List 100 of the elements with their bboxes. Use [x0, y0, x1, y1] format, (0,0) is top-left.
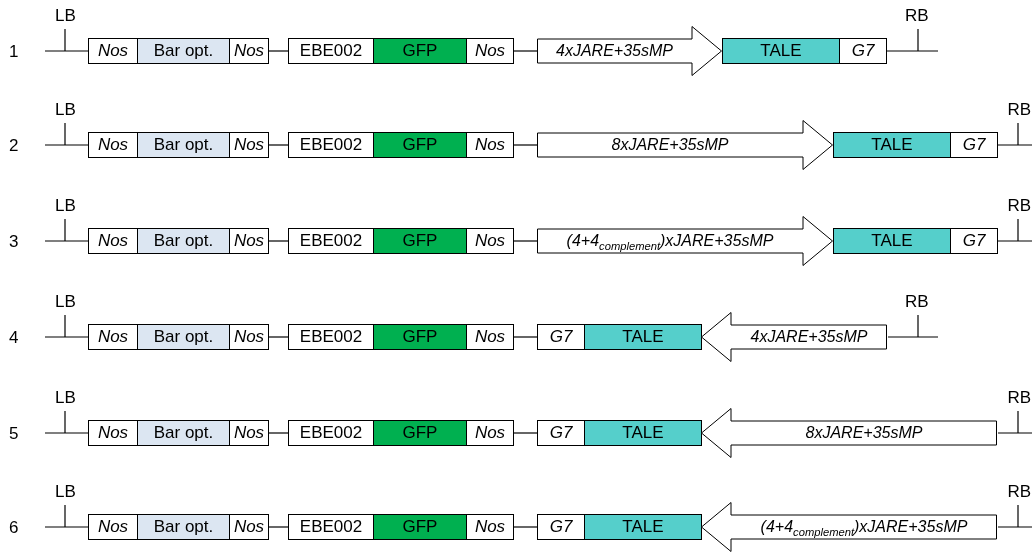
- reporter-gene-segment: GFP: [373, 132, 467, 158]
- border-label: RB: [1007, 483, 1031, 500]
- reporter-gene-segment: GFP: [373, 324, 467, 350]
- effector-gene-segment: TALE: [833, 132, 951, 158]
- backbone-line: [268, 526, 289, 528]
- promoter-label: 4xJARE+35sMP: [555, 42, 674, 60]
- effector-gene-segment: TALE: [584, 324, 702, 350]
- binding-element-segment: EBE002: [288, 420, 374, 446]
- row-number: 4: [9, 329, 19, 346]
- reporter-gene-segment: GFP: [373, 38, 467, 64]
- promoter-label: 8xJARE+35sMP: [610, 136, 730, 154]
- border-label: LB: [55, 293, 76, 310]
- terminator-segment: Nos: [229, 420, 269, 446]
- backbone-line: [997, 240, 1032, 242]
- selection-gene-segment: Bar opt.: [137, 514, 230, 540]
- selection-gene-segment: Bar opt.: [137, 132, 230, 158]
- terminator-segment: G7: [537, 324, 585, 350]
- terminator-segment: G7: [537, 514, 585, 540]
- backbone-line: [513, 240, 538, 242]
- binding-element-segment: EBE002: [288, 324, 374, 350]
- promoter-label: 8xJARE+35sMP: [804, 424, 924, 442]
- terminator-segment: Nos: [88, 228, 138, 254]
- promoter-segment: [701, 502, 997, 552]
- effector-gene-segment: TALE: [833, 228, 951, 254]
- terminator-segment: Nos: [466, 132, 514, 158]
- effector-gene-segment: TALE: [584, 420, 702, 446]
- promoter-segment: [537, 216, 833, 266]
- border-label: LB: [55, 483, 76, 500]
- promoter-label: (4+4$_{complement}$)xJARE+35sMP: [759, 518, 969, 536]
- backbone-line: [513, 526, 538, 528]
- border-label: RB: [1007, 197, 1031, 214]
- terminator-segment: Nos: [466, 514, 514, 540]
- promoter-label: (4+4$_{complement}$)xJARE+35sMP: [565, 232, 775, 250]
- terminator-segment: Nos: [466, 324, 514, 350]
- border-label: LB: [55, 197, 76, 214]
- row-number: 3: [9, 233, 19, 250]
- backbone-line: [886, 50, 939, 52]
- terminator-segment: Nos: [88, 132, 138, 158]
- row-number: 1: [9, 43, 19, 60]
- terminator-segment: G7: [950, 228, 998, 254]
- terminator-segment: G7: [537, 420, 585, 446]
- backbone-line: [513, 336, 538, 338]
- promoter-segment: [701, 312, 887, 362]
- binding-element-segment: EBE002: [288, 228, 374, 254]
- promoter-label: 4xJARE+35sMP: [749, 328, 869, 346]
- terminator-segment: Nos: [229, 228, 269, 254]
- backbone-line: [44, 144, 89, 146]
- promoter-segment: [701, 408, 997, 458]
- backbone-line: [513, 50, 538, 52]
- backbone-line: [44, 50, 89, 52]
- binding-element-segment: EBE002: [288, 38, 374, 64]
- selection-gene-segment: Bar opt.: [137, 324, 230, 350]
- backbone-line: [997, 432, 1032, 434]
- terminator-segment: G7: [950, 132, 998, 158]
- selection-gene-segment: Bar opt.: [137, 38, 230, 64]
- row-number: 5: [9, 425, 19, 442]
- terminator-segment: Nos: [88, 514, 138, 540]
- terminator-segment: Nos: [466, 38, 514, 64]
- effector-gene-segment: TALE: [722, 38, 840, 64]
- border-label: RB: [1007, 101, 1031, 118]
- terminator-segment: G7: [839, 38, 887, 64]
- backbone-line: [513, 432, 538, 434]
- terminator-segment: Nos: [466, 228, 514, 254]
- terminator-segment: Nos: [229, 132, 269, 158]
- border-label: RB: [905, 7, 929, 24]
- backbone-line: [44, 526, 89, 528]
- border-label: LB: [55, 7, 76, 24]
- border-label: LB: [55, 101, 76, 118]
- backbone-line: [268, 336, 289, 338]
- selection-gene-segment: Bar opt.: [137, 420, 230, 446]
- terminator-segment: Nos: [229, 38, 269, 64]
- backbone-line: [268, 240, 289, 242]
- row-number: 2: [9, 137, 19, 154]
- border-label: LB: [55, 389, 76, 406]
- promoter-segment: [537, 26, 722, 76]
- backbone-line: [268, 144, 289, 146]
- backbone-line: [44, 336, 89, 338]
- reporter-gene-segment: GFP: [373, 228, 467, 254]
- terminator-segment: Nos: [229, 324, 269, 350]
- border-label: RB: [1007, 389, 1031, 406]
- backbone-line: [997, 526, 1032, 528]
- border-label: RB: [905, 293, 929, 310]
- binding-element-segment: EBE002: [288, 514, 374, 540]
- terminator-segment: Nos: [88, 324, 138, 350]
- promoter-segment: [537, 120, 833, 170]
- terminator-segment: Nos: [88, 38, 138, 64]
- backbone-line: [268, 50, 289, 52]
- row-number: 6: [9, 519, 19, 536]
- reporter-gene-segment: GFP: [373, 420, 467, 446]
- effector-gene-segment: TALE: [584, 514, 702, 540]
- terminator-segment: Nos: [229, 514, 269, 540]
- backbone-line: [887, 336, 939, 338]
- backbone-line: [268, 432, 289, 434]
- reporter-gene-segment: GFP: [373, 514, 467, 540]
- terminator-segment: Nos: [88, 420, 138, 446]
- binding-element-segment: EBE002: [288, 132, 374, 158]
- backbone-line: [44, 240, 89, 242]
- backbone-line: [44, 432, 89, 434]
- backbone-line: [513, 144, 538, 146]
- backbone-line: [997, 144, 1032, 146]
